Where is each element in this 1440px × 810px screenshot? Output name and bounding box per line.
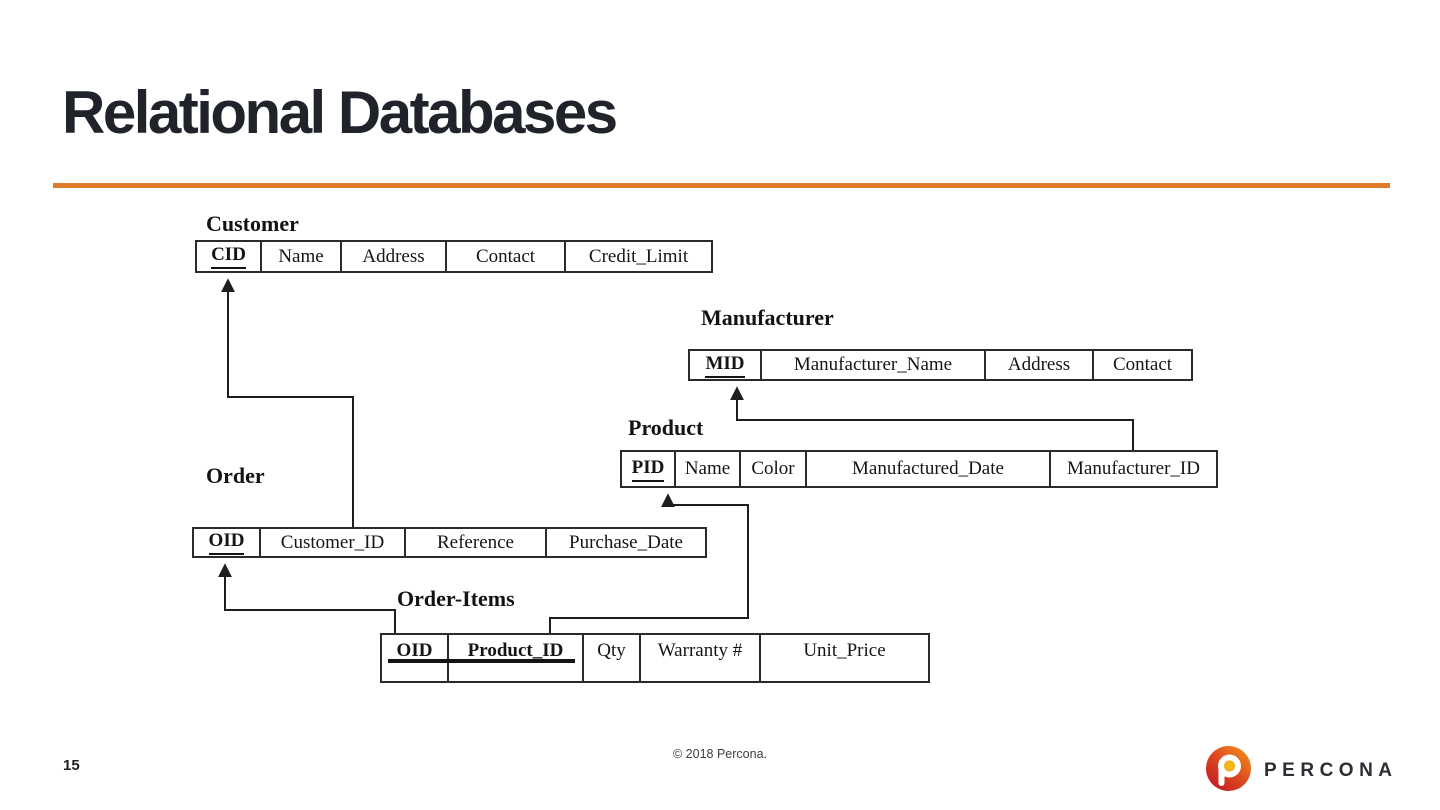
column-cell-contact: Contact (445, 242, 564, 271)
column-cell-purchase-date: Purchase_Date (545, 529, 705, 556)
column-cell-product-id: Product_ID (447, 635, 582, 681)
column-cell-customer-id: Customer_ID (259, 529, 404, 556)
table-label-order-items: Order-Items (397, 586, 515, 611)
percona-logo: PERCONA (1205, 745, 1398, 792)
column-cell-manufactured-date: Manufactured_Date (805, 452, 1049, 486)
column-cell-oid: OID (396, 640, 433, 661)
table-label-manufacturer: Manufacturer (701, 305, 834, 330)
column-cell-address: Address (984, 351, 1092, 379)
column-cell-credit-limit: Credit_Limit (564, 242, 711, 271)
relation-product-manufacturerid-to-manufacturer-mid (730, 386, 1134, 450)
column-cell-address: Address (340, 242, 445, 271)
column-cell-manufacturer-name: Manufacturer_Name (760, 351, 984, 379)
column-cell-pid: PID (622, 452, 674, 486)
percona-logo-wordmark: PERCONA (1264, 759, 1398, 781)
accent-divider (53, 183, 1390, 188)
relation-order-customerid-to-customer-cid (221, 278, 354, 527)
column-cell-color: Color (739, 452, 805, 486)
footer-copyright: © 2018 Percona. (673, 747, 767, 761)
percona-logo-icon (1206, 746, 1251, 791)
column-cell-qty: Qty (582, 635, 639, 681)
column-cell-manufacturer-id: Manufacturer_ID (1049, 452, 1216, 486)
column-cell-oid: OID (194, 529, 259, 556)
column-cell-mid: MID (690, 351, 760, 379)
column-cell-name: Name (674, 452, 739, 486)
column-cell-name: Name (260, 242, 340, 271)
table-label-customer: Customer (206, 211, 299, 236)
column-cell-reference: Reference (404, 529, 545, 556)
table-label-order: Order (206, 463, 265, 488)
table-label-product: Product (628, 415, 704, 440)
column-cell-contact: Contact (1092, 351, 1191, 379)
column-cell-warranty-: Warranty # (639, 635, 759, 681)
page-number: 15 (63, 757, 80, 774)
column-cell-cid: CID (197, 242, 260, 271)
relation-orderitems-oid-to-order-oid (218, 563, 396, 633)
composite-key-underline (388, 659, 575, 663)
slide-title: Relational Databases (62, 79, 618, 146)
column-cell-unit-price: Unit_Price (759, 635, 928, 681)
relation-orderitems-productid-to-product-pid (549, 493, 749, 633)
